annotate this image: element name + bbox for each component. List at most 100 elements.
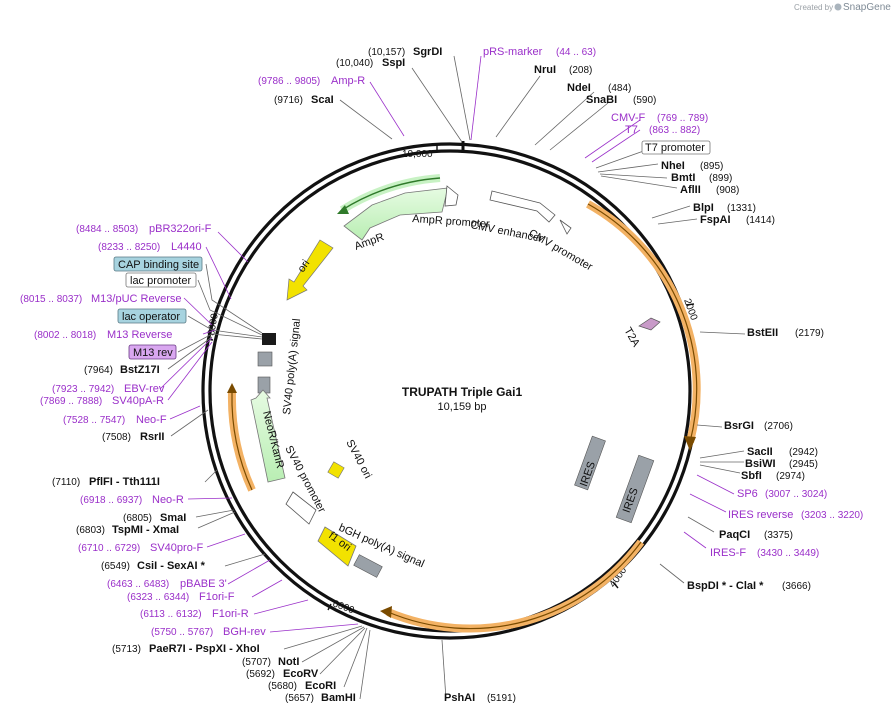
label-pflfi[interactable]: PflFI - Tth111I bbox=[89, 476, 160, 488]
m13-rev-box[interactable] bbox=[128, 344, 177, 360]
label-bsteii-num: (2179) bbox=[795, 328, 824, 339]
label-sspi[interactable]: SspI bbox=[382, 57, 405, 69]
label-m13puc-range: (8015 .. 8037) bbox=[20, 294, 82, 305]
label-bamhi[interactable]: BamHI bbox=[321, 692, 356, 704]
leader-lines bbox=[159, 55, 746, 700]
label-bsrgi-num: (2706) bbox=[764, 421, 793, 432]
label-pbr322[interactable]: pBR322ori-F bbox=[149, 223, 212, 235]
label-l4440[interactable]: L4440 bbox=[171, 241, 202, 253]
label-prs-marker[interactable]: pRS-marker bbox=[483, 46, 543, 58]
label-iresf[interactable]: IRES-F bbox=[710, 547, 746, 559]
label-tspmi[interactable]: TspMI - XmaI bbox=[112, 524, 179, 536]
label-csii-num: (6549) bbox=[101, 561, 130, 572]
label-snabi[interactable]: SnaBI bbox=[586, 94, 617, 106]
cmv-enhancer-arrow bbox=[489, 190, 556, 223]
label-ecori-num: (5680) bbox=[268, 681, 297, 692]
label-paqci[interactable]: PaqCI bbox=[719, 529, 750, 541]
label-sspi-num: (10,040) bbox=[336, 58, 373, 69]
label-bmti[interactable]: BmtI bbox=[671, 172, 695, 184]
label-smai-num: (6805) bbox=[123, 513, 152, 524]
label-noti-num: (5707) bbox=[242, 657, 271, 668]
label-sv40pa[interactable]: SV40pA-R bbox=[112, 395, 164, 407]
t7-promoter-box[interactable] bbox=[641, 140, 711, 155]
label-aflii-num: (908) bbox=[716, 185, 739, 196]
label-bspdi[interactable]: BspDI * - ClaI * bbox=[687, 580, 764, 592]
label-m13puc[interactable]: M13/pUC Reverse bbox=[91, 293, 181, 305]
label-neof-range: (7528 .. 7547) bbox=[63, 415, 125, 426]
label-bsteii[interactable]: BstEII bbox=[747, 327, 778, 339]
label-ndei[interactable]: NdeI bbox=[567, 82, 591, 94]
label-sgrdi[interactable]: SgrDI bbox=[413, 46, 442, 58]
label-ires-rev[interactable]: IRES reverse bbox=[728, 509, 793, 521]
label-neor-range: (6918 .. 6937) bbox=[80, 495, 142, 506]
label-sacii[interactable]: SacII bbox=[747, 446, 773, 458]
label-m13rev-range: (8002 .. 8018) bbox=[34, 330, 96, 341]
label-bghrev-range: (5750 .. 5767) bbox=[151, 627, 213, 638]
label-t7-promoter: T7 promoter bbox=[645, 142, 705, 154]
label-t7[interactable]: T7 bbox=[625, 124, 638, 136]
label-nrui[interactable]: NruI bbox=[534, 64, 556, 76]
label-sp6[interactable]: SP6 bbox=[737, 488, 758, 500]
lac-promoter-box[interactable] bbox=[125, 272, 197, 288]
cap-binding-box[interactable] bbox=[113, 256, 203, 272]
cmv-promoter-arrow bbox=[559, 219, 572, 235]
label-ecorv-num: (5692) bbox=[246, 669, 275, 680]
label-f1orif-range: (6323 .. 6344) bbox=[127, 592, 189, 603]
label-sv40pro[interactable]: SV40pro-F bbox=[150, 542, 203, 554]
label-pbabe[interactable]: pBABE 3' bbox=[180, 578, 227, 590]
label-sbfi[interactable]: SbfI bbox=[741, 470, 762, 482]
label-rsrii[interactable]: RsrII bbox=[140, 431, 164, 443]
label-scai[interactable]: ScaI bbox=[311, 94, 334, 106]
gray-block-1 bbox=[257, 351, 273, 367]
label-f1orif[interactable]: F1ori-F bbox=[199, 591, 235, 603]
lac-operator-box[interactable] bbox=[117, 308, 187, 324]
label-rsrii-num: (7508) bbox=[102, 432, 131, 443]
label-ecori[interactable]: EcoRI bbox=[305, 680, 336, 692]
label-m13rev-primer[interactable]: M13 Reverse bbox=[107, 329, 172, 341]
ampr-promoter-arrow bbox=[444, 185, 459, 207]
f1-ori-arrow bbox=[317, 526, 357, 567]
label-fspai-num: (1414) bbox=[746, 215, 775, 226]
orf-arc-bottom-head bbox=[380, 606, 392, 618]
label-pflfi-num: (7110) bbox=[52, 477, 80, 488]
feature-sv40-polya: SV40 poly(A) signal bbox=[281, 318, 303, 415]
orf-arc-left-head bbox=[227, 383, 237, 393]
feature-ori: ori bbox=[296, 258, 313, 275]
label-aflii[interactable]: AflII bbox=[680, 184, 701, 196]
ires-block-1 bbox=[574, 435, 606, 491]
label-bsiwi[interactable]: BsiWI bbox=[745, 458, 776, 470]
label-neor-primer[interactable]: Neo-R bbox=[152, 494, 184, 506]
feature-ires-1: IRES bbox=[578, 460, 598, 488]
label-neof[interactable]: Neo-F bbox=[136, 414, 167, 426]
orf-arc-right-core bbox=[587, 203, 698, 443]
label-ampr-primer[interactable]: Amp-R bbox=[331, 75, 365, 87]
label-cmvf[interactable]: CMV-F bbox=[611, 112, 646, 124]
neor-arrow bbox=[250, 389, 286, 483]
label-bsrgi[interactable]: BsrGI bbox=[724, 420, 754, 432]
label-nrui-num: (208) bbox=[569, 65, 592, 76]
label-nhei[interactable]: NheI bbox=[661, 160, 685, 172]
label-ecorv[interactable]: EcoRV bbox=[283, 668, 319, 680]
label-ebv[interactable]: EBV-rev bbox=[124, 383, 165, 395]
label-sv40pro-range: (6710 .. 6729) bbox=[78, 543, 140, 554]
label-noti[interactable]: NotI bbox=[278, 656, 299, 668]
label-pshai[interactable]: PshAI bbox=[444, 692, 475, 704]
label-paqci-num: (3375) bbox=[764, 530, 793, 541]
label-bmti-num: (899) bbox=[709, 173, 732, 184]
label-bstz17i[interactable]: BstZ17I bbox=[120, 364, 160, 376]
label-paer7i[interactable]: PaeR7I - PspXI - XhoI bbox=[149, 643, 260, 655]
label-sgrdi-num: (10,157) bbox=[368, 47, 405, 58]
label-prs-marker-range: (44 .. 63) bbox=[556, 47, 596, 58]
label-csii[interactable]: CsiI - SexAI * bbox=[137, 560, 206, 572]
label-blpi[interactable]: BlpI bbox=[693, 202, 714, 214]
orf-arc-right-head bbox=[684, 436, 696, 451]
lac-block bbox=[262, 333, 276, 345]
label-sp6-range: (3007 .. 3024) bbox=[765, 489, 827, 500]
label-f1orir[interactable]: F1ori-R bbox=[212, 608, 249, 620]
label-f1orir-range: (6113 .. 6132) bbox=[140, 609, 202, 620]
label-fspai[interactable]: FspAI bbox=[700, 214, 731, 226]
label-smai[interactable]: SmaI bbox=[160, 512, 186, 524]
bgh-polya-block bbox=[353, 554, 383, 578]
label-sbfi-num: (2974) bbox=[776, 471, 805, 482]
label-bghrev[interactable]: BGH-rev bbox=[223, 626, 266, 638]
